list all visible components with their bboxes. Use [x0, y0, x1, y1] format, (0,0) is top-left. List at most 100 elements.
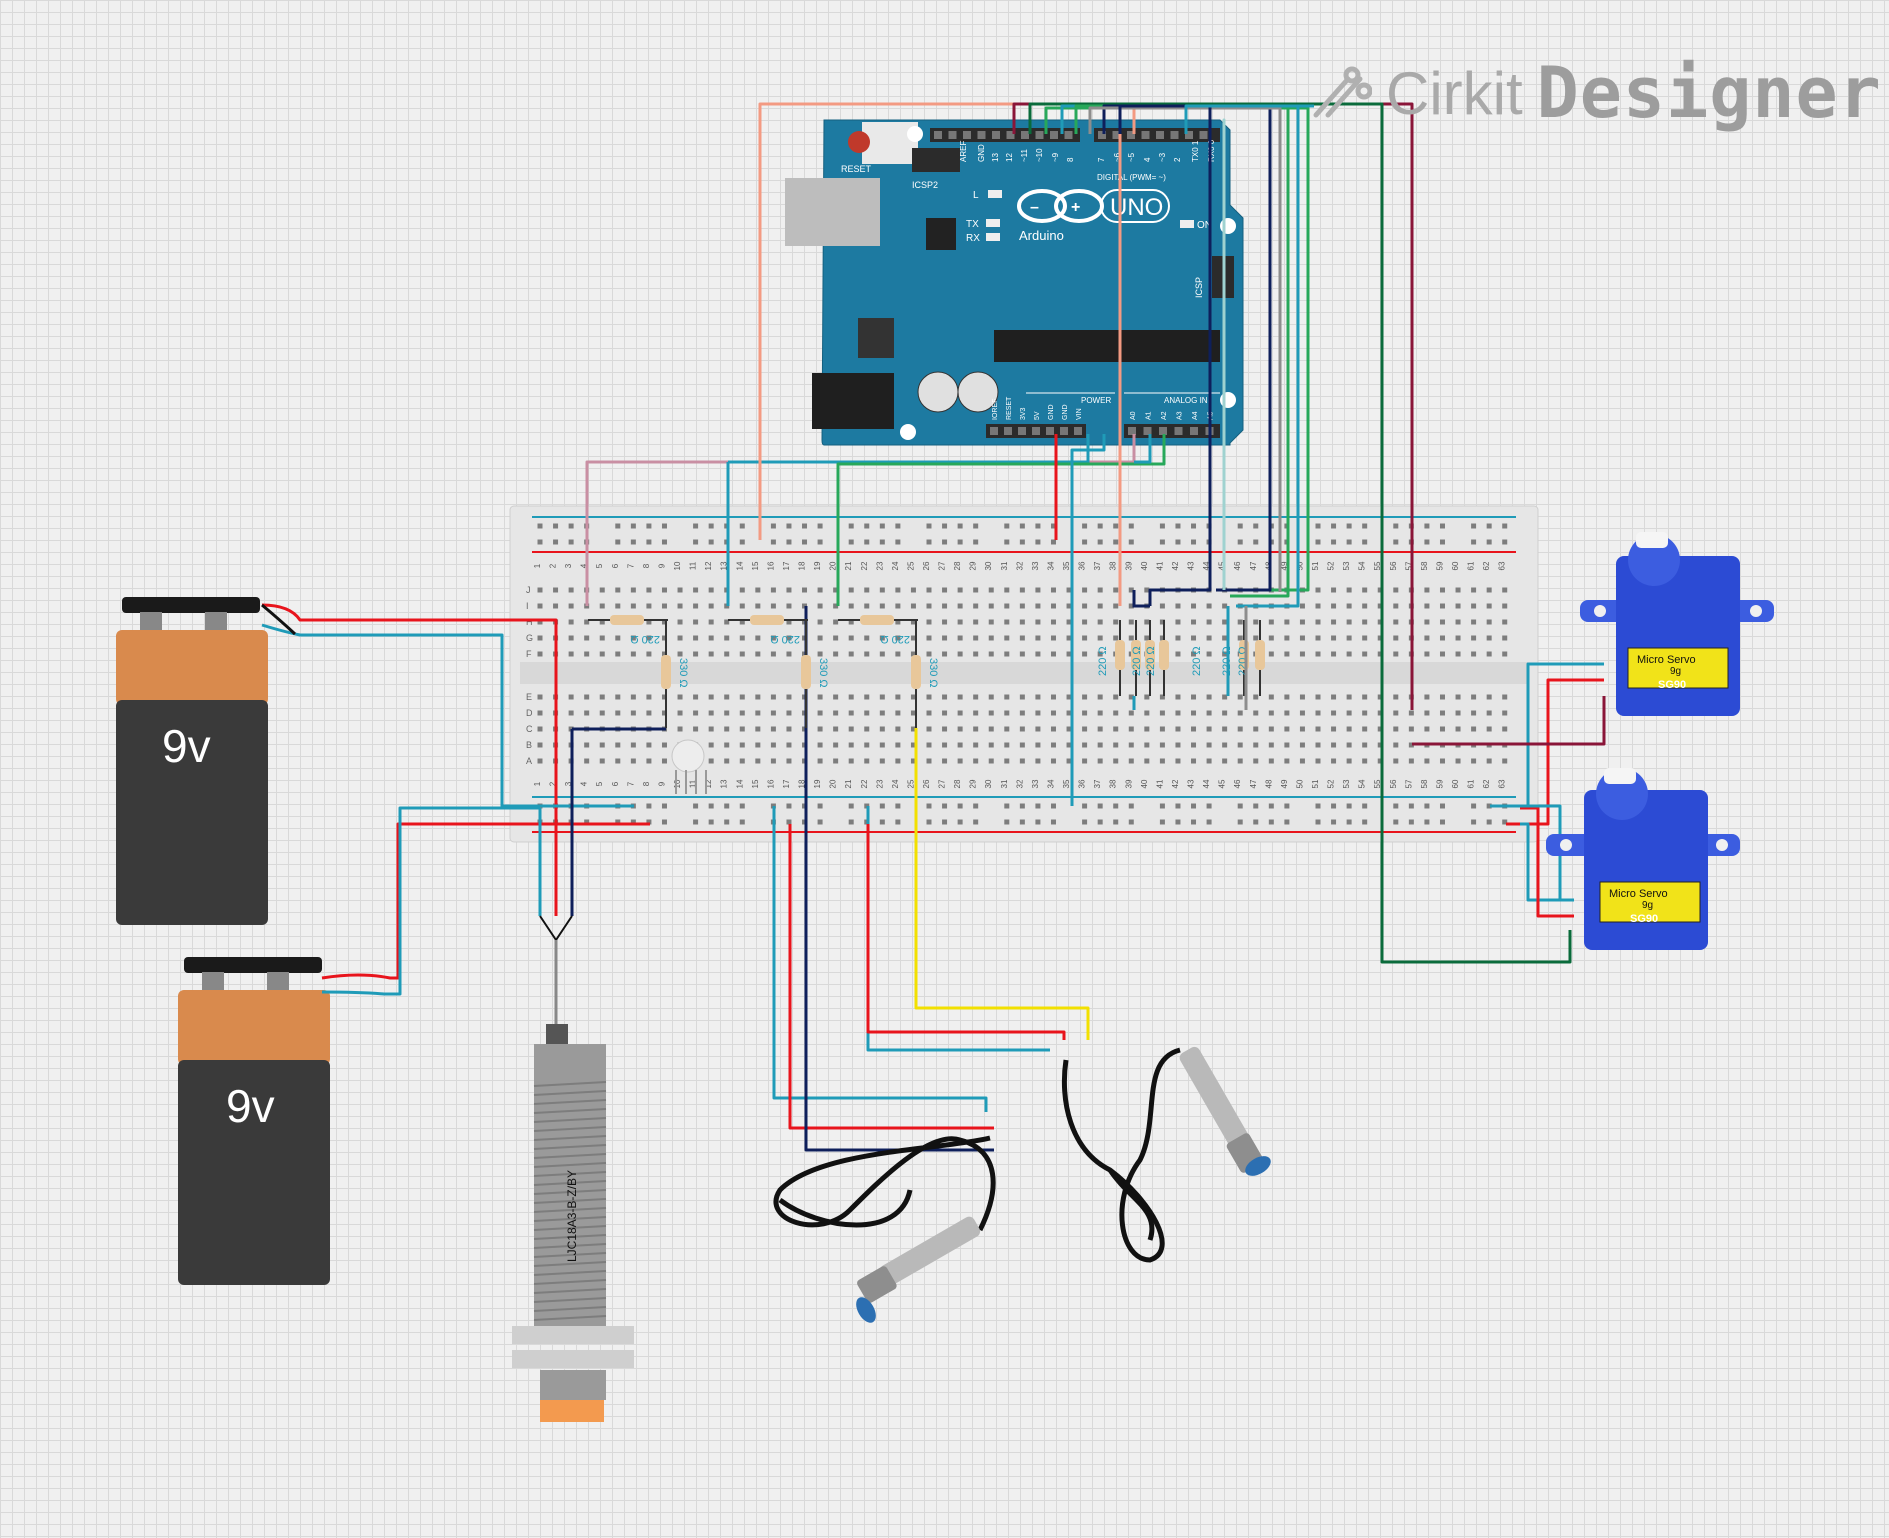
breadboard-hole[interactable]	[1362, 710, 1368, 716]
breadboard-hole[interactable]	[1113, 587, 1119, 593]
rail-hole[interactable]	[1113, 819, 1119, 825]
breadboard-hole[interactable]	[957, 635, 963, 641]
rail-hole[interactable]	[1486, 523, 1492, 529]
breadboard-hole[interactable]	[926, 710, 932, 716]
rail-hole[interactable]	[1004, 803, 1010, 809]
rail-hole[interactable]	[1004, 523, 1010, 529]
wires[interactable]	[261, 102, 1606, 1152]
breadboard-hole[interactable]	[833, 694, 839, 700]
breadboard-hole[interactable]	[817, 758, 823, 764]
rail-hole[interactable]	[770, 539, 776, 545]
breadboard-hole[interactable]	[1019, 758, 1025, 764]
breadboard-hole[interactable]	[1082, 694, 1088, 700]
rail-hole[interactable]	[568, 523, 574, 529]
breadboard-hole[interactable]	[739, 635, 745, 641]
breadboard-hole[interactable]	[864, 742, 870, 748]
breadboard-hole[interactable]	[1424, 587, 1430, 593]
rail-hole[interactable]	[957, 819, 963, 825]
power-pin[interactable]	[1032, 427, 1040, 435]
breadboard-hole[interactable]	[1471, 726, 1477, 732]
breadboard-hole[interactable]	[988, 587, 994, 593]
breadboard-hole[interactable]	[988, 635, 994, 641]
breadboard-hole[interactable]	[1268, 619, 1274, 625]
digital-pin[interactable]	[1141, 131, 1150, 139]
rail-hole[interactable]	[661, 539, 667, 545]
breadboard-hole[interactable]	[568, 694, 574, 700]
digital-pin[interactable]	[1050, 131, 1058, 139]
breadboard-hole[interactable]	[1237, 742, 1243, 748]
breadboard-hole[interactable]	[864, 726, 870, 732]
breadboard-hole[interactable]	[786, 758, 792, 764]
rail-hole[interactable]	[973, 819, 979, 825]
breadboard-hole[interactable]	[677, 619, 683, 625]
breadboard-hole[interactable]	[1455, 694, 1461, 700]
breadboard-hole[interactable]	[1439, 603, 1445, 609]
rail-hole[interactable]	[739, 523, 745, 529]
breadboard-hole[interactable]	[693, 710, 699, 716]
rail-hole[interactable]	[1393, 819, 1399, 825]
rail-hole[interactable]	[1486, 819, 1492, 825]
rail-hole[interactable]	[1128, 523, 1134, 529]
rail-hole[interactable]	[1128, 803, 1134, 809]
breadboard-hole[interactable]	[895, 651, 901, 657]
breadboard-hole[interactable]	[599, 587, 605, 593]
breadboard-hole[interactable]	[786, 710, 792, 716]
breadboard-hole[interactable]	[895, 742, 901, 748]
breadboard-hole[interactable]	[1439, 651, 1445, 657]
rail-hole[interactable]	[1206, 803, 1212, 809]
breadboard-hole[interactable]	[599, 603, 605, 609]
breadboard-hole[interactable]	[786, 742, 792, 748]
breadboard-hole[interactable]	[1486, 726, 1492, 732]
digital-pin[interactable]	[1021, 131, 1029, 139]
breadboard-hole[interactable]	[973, 710, 979, 716]
rail-hole[interactable]	[1097, 539, 1103, 545]
breadboard-hole[interactable]	[1284, 726, 1290, 732]
breadboard-hole[interactable]	[973, 758, 979, 764]
breadboard-hole[interactable]	[1362, 742, 1368, 748]
rail-hole[interactable]	[957, 803, 963, 809]
breadboard-hole[interactable]	[1066, 587, 1072, 593]
breadboard-hole[interactable]	[1268, 710, 1274, 716]
rail-hole[interactable]	[1191, 539, 1197, 545]
breadboard-hole[interactable]	[755, 635, 761, 641]
breadboard-hole[interactable]	[1471, 587, 1477, 593]
breadboard-hole[interactable]	[1097, 587, 1103, 593]
breadboard-hole[interactable]	[630, 587, 636, 593]
breadboard-hole[interactable]	[895, 710, 901, 716]
digital-pin[interactable]	[963, 131, 971, 139]
analog-pin[interactable]	[1143, 427, 1152, 435]
breadboard-hole[interactable]	[1315, 694, 1321, 700]
breadboard-hole[interactable]	[1159, 742, 1165, 748]
reset-button[interactable]	[862, 122, 918, 164]
breadboard-hole[interactable]	[1066, 603, 1072, 609]
rail-hole[interactable]	[1050, 539, 1056, 545]
breadboard-hole[interactable]	[1128, 710, 1134, 716]
breadboard-hole[interactable]	[693, 587, 699, 593]
breadboard-hole[interactable]	[988, 726, 994, 732]
rail-hole[interactable]	[724, 819, 730, 825]
breadboard-hole[interactable]	[833, 651, 839, 657]
breadboard-hole[interactable]	[584, 758, 590, 764]
breadboard-hole[interactable]	[848, 603, 854, 609]
breadboard-hole[interactable]	[1097, 635, 1103, 641]
rail-hole[interactable]	[1424, 539, 1430, 545]
breadboard-hole[interactable]	[1097, 758, 1103, 764]
breadboard-hole[interactable]	[1191, 619, 1197, 625]
power-pin[interactable]	[1046, 427, 1054, 435]
breadboard-hole[interactable]	[786, 651, 792, 657]
breadboard-hole[interactable]	[1019, 694, 1025, 700]
rail-hole[interactable]	[817, 803, 823, 809]
breadboard-hole[interactable]	[1035, 742, 1041, 748]
rail-hole[interactable]	[957, 539, 963, 545]
rail-hole[interactable]	[630, 539, 636, 545]
breadboard-hole[interactable]	[1082, 619, 1088, 625]
breadboard-hole[interactable]	[848, 587, 854, 593]
breadboard-hole[interactable]	[677, 710, 683, 716]
breadboard-hole[interactable]	[1128, 694, 1134, 700]
breadboard-hole[interactable]	[1082, 603, 1088, 609]
rail-hole[interactable]	[1082, 819, 1088, 825]
breadboard-hole[interactable]	[1175, 635, 1181, 641]
breadboard-hole[interactable]	[553, 587, 559, 593]
breadboard-hole[interactable]	[615, 635, 621, 641]
breadboard-hole[interactable]	[599, 694, 605, 700]
